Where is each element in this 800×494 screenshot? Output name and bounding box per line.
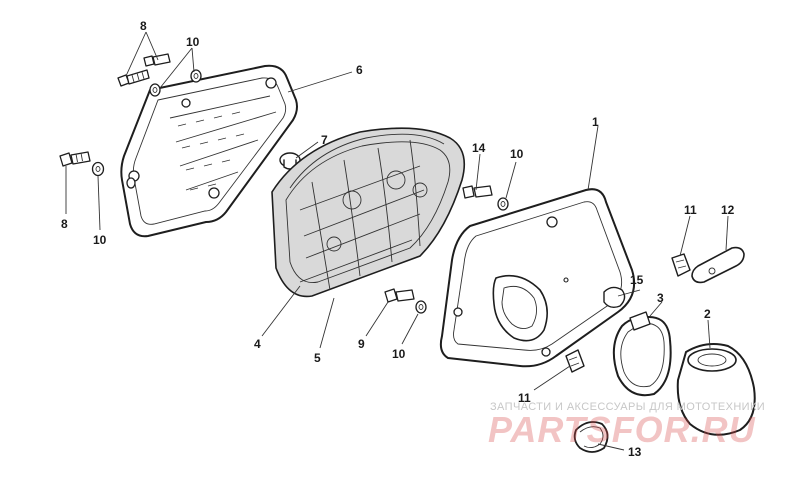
callout-9: 9 xyxy=(358,337,365,351)
part-2-intake-rubber xyxy=(676,343,756,436)
screw-9 xyxy=(384,288,415,303)
part-7-plug xyxy=(279,152,301,170)
callout-1: 1 xyxy=(592,115,599,129)
washer-10-top-b xyxy=(190,69,202,83)
screw-8-top-b xyxy=(143,53,171,67)
callout-12: 12 xyxy=(721,203,735,217)
part-15-grommet xyxy=(603,286,626,309)
callout-10-center-b: 10 xyxy=(392,347,406,361)
callout-8-top: 8 xyxy=(140,19,147,33)
screw-14 xyxy=(462,185,493,199)
leader-lines xyxy=(65,31,729,451)
part-4-filter-element xyxy=(271,127,466,298)
part-6-cover-plate xyxy=(120,64,298,238)
callout-3: 3 xyxy=(657,291,664,305)
cover-plate-ribs xyxy=(177,111,245,191)
part-1-air-box xyxy=(439,188,636,368)
callout-7: 7 xyxy=(321,133,328,147)
callout-labels: 8 10 6 7 8 10 4 5 9 10 1 14 10 11 12 15 … xyxy=(61,19,735,459)
part-3-hose-clamp xyxy=(612,311,672,397)
callout-4: 4 xyxy=(254,337,261,351)
part-11-clip-lower xyxy=(565,349,585,373)
callout-10-left: 10 xyxy=(93,233,107,247)
callout-11-upper: 11 xyxy=(684,203,697,217)
callout-5: 5 xyxy=(314,351,321,365)
callout-10-center-a: 10 xyxy=(510,147,524,161)
washer-10-top-a xyxy=(149,83,161,97)
screw-8-left xyxy=(59,151,91,167)
callout-8-left: 8 xyxy=(61,217,68,231)
callout-10-top: 10 xyxy=(186,35,200,49)
watermark-tagline: ЗАПЧАСТИ И АКСЕССУАРЫ ДЛЯ МОТОТЕХНИКИ xyxy=(490,401,766,413)
callout-11-lower: 11 xyxy=(518,391,531,405)
callout-13: 13 xyxy=(628,445,642,459)
part-11-clip-upper xyxy=(671,253,691,277)
screw-8-top xyxy=(117,69,150,87)
washer-10-center-a xyxy=(497,197,509,211)
callout-6: 6 xyxy=(356,63,363,77)
part-5-filter-grid xyxy=(289,133,445,291)
washer-10-left-b xyxy=(126,177,136,189)
callout-14: 14 xyxy=(472,141,486,155)
washer-10-center-b xyxy=(415,300,427,314)
part-12-plate xyxy=(691,246,745,284)
callout-15: 15 xyxy=(630,273,644,287)
watermark-brand: PARTSFOR.RU xyxy=(488,409,756,450)
callout-2: 2 xyxy=(704,307,711,321)
washer-10-left xyxy=(91,161,105,177)
